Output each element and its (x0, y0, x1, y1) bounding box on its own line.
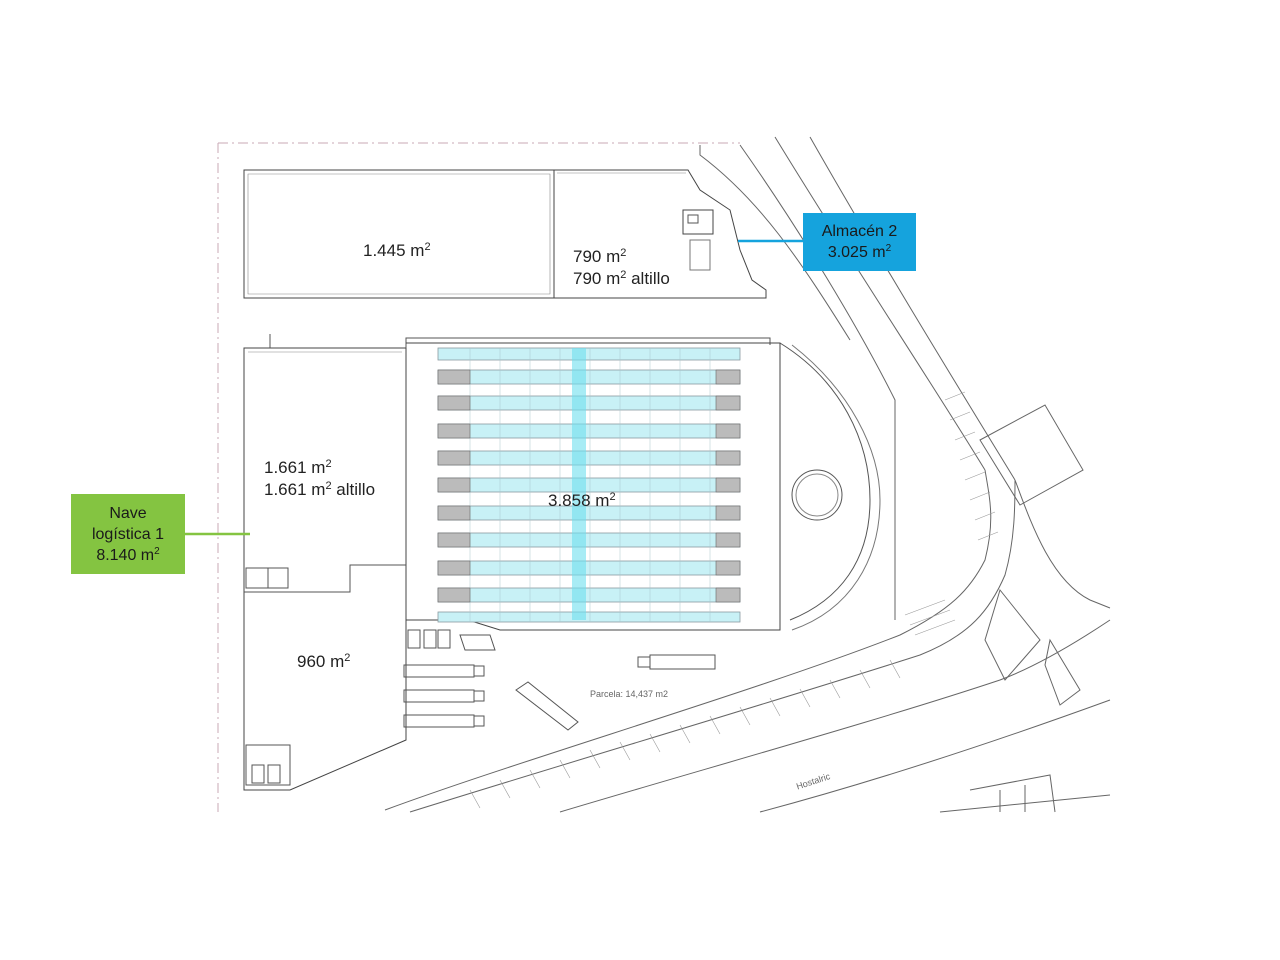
rack-rows (437, 347, 741, 623)
plot-boundary (217, 142, 740, 812)
area-label-1661: 1.661 m2 1.661 m2 altillo (264, 458, 376, 499)
rack-end-caps (437, 369, 741, 603)
area-label-790: 790 m2 790 m2 altillo (573, 247, 670, 288)
almacen-callout: Almacén 2 3.025 m2 (803, 213, 916, 271)
rack-aisle-highlight (572, 348, 586, 620)
almacen-2-building (243, 169, 767, 299)
parking-stripes (469, 391, 999, 809)
area-label-3858: 3.858 m2 (548, 491, 616, 510)
nave-logistica-callout: Nave logística 1 8.140 m2 (71, 494, 185, 574)
parcela-label: Parcela: 14,437 m2 (590, 689, 669, 699)
area-label-1445: 1.445 m2 (363, 241, 431, 260)
trucks (403, 629, 716, 731)
roads (384, 136, 1111, 813)
area-label-960: 960 m2 (297, 652, 351, 671)
